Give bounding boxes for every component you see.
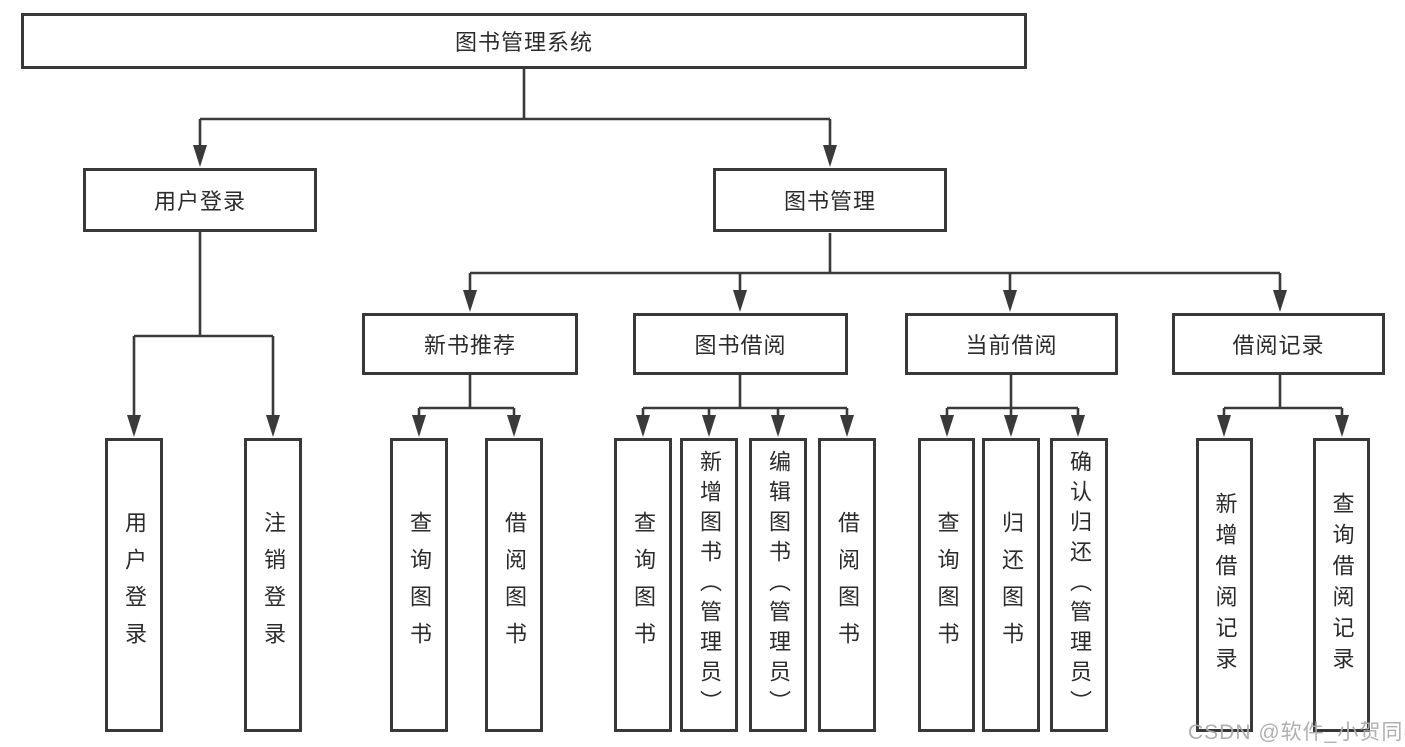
leaf-label: 编辑图书（管理员） (766, 450, 791, 720)
node-label: 图书借阅 (694, 333, 787, 358)
leaf-label: 借阅图书 (835, 511, 860, 659)
leaf-label: 用户登录 (122, 511, 147, 659)
leaf-add-borrow-record: 新增借阅记录 (1196, 438, 1253, 732)
node-label: 借阅记录 (1232, 333, 1325, 358)
node-label: 新书推荐 (423, 333, 516, 358)
leaf-label: 借阅图书 (502, 511, 527, 659)
leaf-borrow-books: 借阅图书 (818, 438, 876, 732)
leaf-label: 查询图书 (407, 511, 432, 659)
node-label: 用户登录 (153, 189, 246, 214)
node-label: 当前借阅 (965, 333, 1058, 358)
node-library-management-system: 图书管理系统 (21, 13, 1027, 69)
leaf-query-books-borrowing: 查询图书 (614, 438, 672, 732)
node-label: 图书管理 (783, 189, 876, 214)
leaf-query-borrow-record: 查询借阅记录 (1313, 438, 1370, 732)
leaf-query-books-recommend: 查询图书 (390, 438, 448, 732)
csdn-watermark: CSDN @软件_小贺同学 (1188, 721, 1405, 744)
leaf-label: 注销登录 (261, 511, 286, 659)
leaf-label: 归还图书 (999, 511, 1024, 659)
node-book-management: 图书管理 (713, 168, 947, 232)
leaf-label: 查询借阅记录 (1329, 492, 1355, 678)
leaf-label: 查询图书 (934, 511, 960, 659)
leaf-logout: 注销登录 (244, 438, 302, 732)
leaf-confirm-return-admin: 确认归还（管理员） (1050, 438, 1108, 732)
leaf-label: 查询图书 (631, 511, 656, 659)
leaf-label: 新增借阅记录 (1212, 492, 1238, 678)
node-user-login: 用户登录 (83, 168, 317, 232)
leaf-edit-books-admin: 编辑图书（管理员） (749, 438, 807, 732)
leaf-borrow-books-recommend: 借阅图书 (485, 438, 543, 732)
node-borrow-records: 借阅记录 (1172, 313, 1385, 375)
node-current-borrowing: 当前借阅 (905, 313, 1118, 375)
leaf-label: 确认归还（管理员） (1067, 450, 1092, 720)
leaf-user-login: 用户登录 (105, 438, 163, 732)
leaf-return-books: 归还图书 (982, 438, 1040, 732)
node-new-book-recommend: 新书推荐 (362, 313, 578, 375)
node-label: 图书管理系统 (454, 30, 593, 55)
leaf-query-books-current: 查询图书 (918, 438, 975, 732)
leaf-add-books-admin: 新增图书（管理员） (680, 438, 738, 732)
node-book-borrowing: 图书借阅 (633, 313, 848, 375)
leaf-label: 新增图书（管理员） (697, 450, 722, 720)
